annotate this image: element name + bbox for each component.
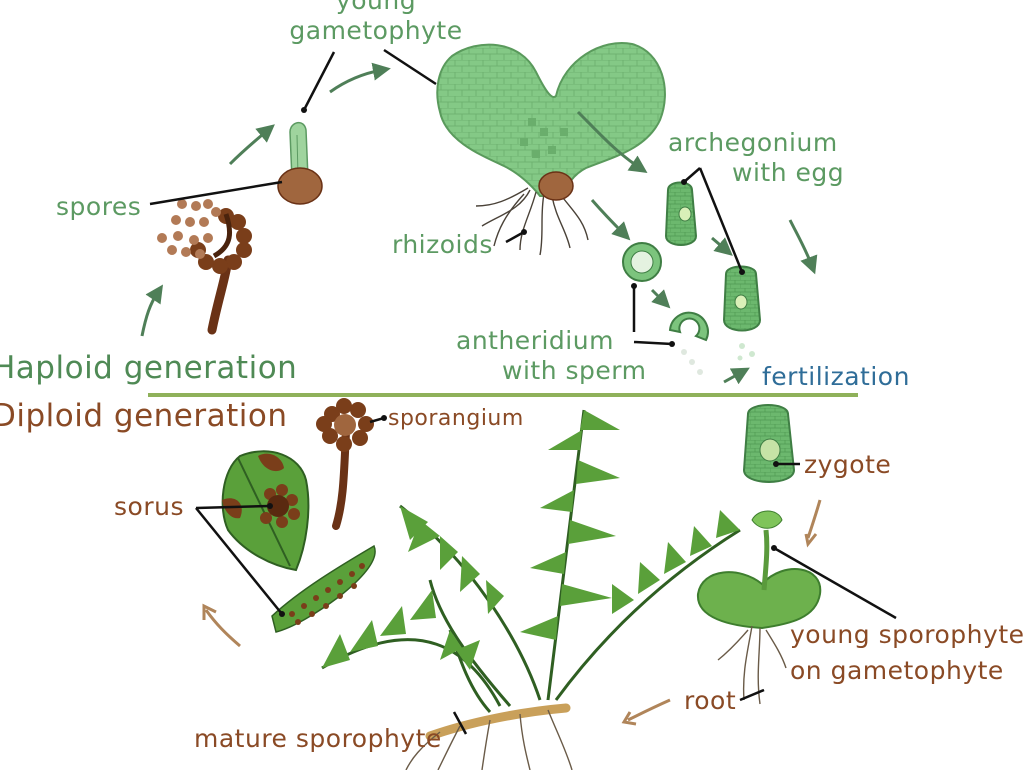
label-antheridium-line1: antheridium — [456, 326, 614, 355]
spore-cluster — [157, 199, 221, 259]
label-sporangium: sporangium — [388, 406, 524, 431]
antheridium-closed — [622, 242, 662, 282]
cycle-arrows — [140, 62, 818, 385]
young-sporophyte-on-gametophyte — [696, 510, 822, 705]
label-young-gametophyte-line2: gametophyte — [289, 16, 463, 45]
label-diploid-generation: Diploid generation — [0, 398, 288, 434]
leader-lines — [149, 48, 897, 735]
label-sorus: sorus — [114, 492, 184, 521]
young-gametophyte-prothallus — [436, 42, 666, 256]
archegonium-2 — [722, 265, 762, 361]
label-archegonium-line1: archegonium — [668, 128, 838, 157]
label-young-gametophyte-line1: young — [335, 0, 417, 15]
leader-dots — [267, 107, 779, 617]
label-antheridium-line2: with sperm — [502, 356, 647, 385]
label-young-sporophyte: young sporophyte on gametophyte — [790, 620, 1024, 686]
diploid-arrows — [202, 499, 822, 726]
label-young-sporophyte-line1: young sporophyte — [790, 620, 1024, 649]
label-antheridium: antheridium with sperm — [456, 326, 646, 386]
label-mature-sporophyte: mature sporophyte — [194, 724, 442, 753]
label-archegonium-line2: with egg — [732, 158, 845, 187]
label-fertilization: fertilization — [762, 362, 910, 391]
label-young-gametophyte: young gametophyte — [276, 0, 476, 46]
fertile-pinna — [271, 544, 376, 633]
sporangium-illustration — [316, 398, 374, 530]
label-spores: spores — [56, 192, 142, 221]
mature-sporophyte-fern — [321, 409, 741, 770]
label-haploid-generation: Haploid generation — [0, 350, 298, 386]
sorus-leaf-closeup — [221, 450, 310, 572]
spore-releasing-sporangium — [190, 208, 252, 335]
antheridium-releasing-sperm — [668, 311, 709, 375]
germinating-spore — [277, 121, 323, 205]
archegonium-1 — [664, 181, 698, 246]
label-rhizoids: rhizoids — [392, 230, 493, 259]
label-root: root — [684, 686, 737, 715]
label-archegonium: archegonium with egg — [668, 128, 844, 188]
zygote-in-archegonium — [742, 404, 796, 483]
label-young-sporophyte-line2: on gametophyte — [790, 656, 1004, 685]
label-zygote: zygote — [804, 450, 892, 479]
